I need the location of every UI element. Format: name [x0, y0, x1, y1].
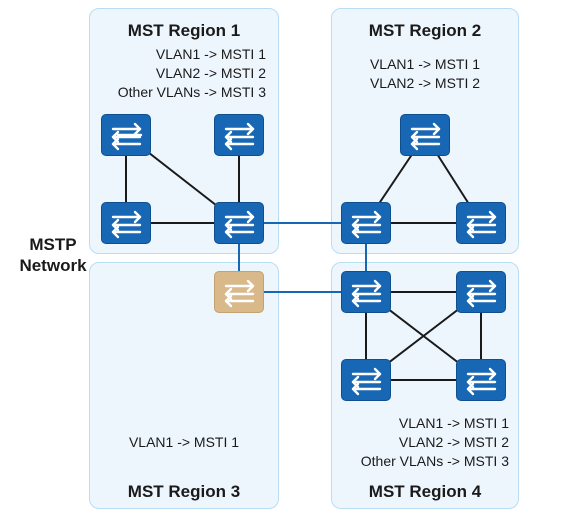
region-4-mappings: VLAN1 -> MSTI 1 VLAN2 -> MSTI 2 Other VL… — [361, 414, 509, 471]
region-3: VLAN1 -> MSTI 1 MST Region 3 — [89, 262, 279, 509]
switch-icon — [224, 279, 255, 308]
region-4-title: MST Region 4 — [368, 482, 482, 501]
region-4-mapping-1: VLAN1 -> MSTI 1 — [398, 415, 509, 431]
region-1-mapping-3: Other VLANs -> MSTI 3 — [117, 84, 266, 100]
switch-icon — [224, 122, 255, 151]
switch-r4-bottom-right — [456, 359, 506, 401]
switch-icon — [351, 367, 382, 396]
region-1-title: MST Region 1 — [127, 21, 241, 40]
switch-icon — [466, 279, 497, 308]
switch-icon — [351, 210, 382, 239]
switch-icon — [111, 210, 142, 239]
switch-icon — [466, 210, 497, 239]
region-3-mappings: VLAN1 -> MSTI 1 — [90, 433, 278, 452]
region-3-mapping-1: VLAN1 -> MSTI 1 — [128, 434, 240, 450]
switch-r3-boundary — [214, 271, 264, 313]
region-2-mapping-2: VLAN2 -> MSTI 2 — [369, 75, 481, 91]
region-1-mapping-2: VLAN2 -> MSTI 2 — [155, 65, 266, 81]
switch-icon — [410, 122, 441, 151]
switch-r1-bottom-left — [101, 202, 151, 244]
switch-r1-bottom-right — [214, 202, 264, 244]
network-label-line-1: MSTP — [29, 235, 77, 254]
switch-r2-top — [400, 114, 450, 156]
switch-r2-bottom-right — [456, 202, 506, 244]
region-2-mappings: VLAN1 -> MSTI 1 VLAN2 -> MSTI 2 — [332, 55, 518, 93]
switch-icon — [351, 279, 382, 308]
switch-icon — [466, 367, 497, 396]
region-4-mapping-2: VLAN2 -> MSTI 2 — [398, 434, 509, 450]
switch-r1-top-left — [101, 114, 151, 156]
switch-r4-bottom-left — [341, 359, 391, 401]
switch-r2-bottom-left — [341, 202, 391, 244]
switch-r1-top-right — [214, 114, 264, 156]
switch-icon — [111, 122, 143, 151]
switch-r4-top-right — [456, 271, 506, 313]
switch-r4-top-left — [341, 271, 391, 313]
switch-icon — [224, 210, 255, 239]
region-3-title: MST Region 3 — [127, 482, 241, 501]
region-2-title: MST Region 2 — [368, 21, 482, 40]
network-label-line-2: Network — [19, 256, 87, 275]
region-1-mapping-1: VLAN1 -> MSTI 1 — [155, 46, 266, 62]
region-2-mapping-1: VLAN1 -> MSTI 1 — [369, 56, 481, 72]
network-label: MSTP Network — [13, 234, 93, 276]
region-4-mapping-3: Other VLANs -> MSTI 3 — [360, 453, 509, 469]
region-1-mappings: VLAN1 -> MSTI 1 VLAN2 -> MSTI 2 Other VL… — [118, 45, 266, 102]
